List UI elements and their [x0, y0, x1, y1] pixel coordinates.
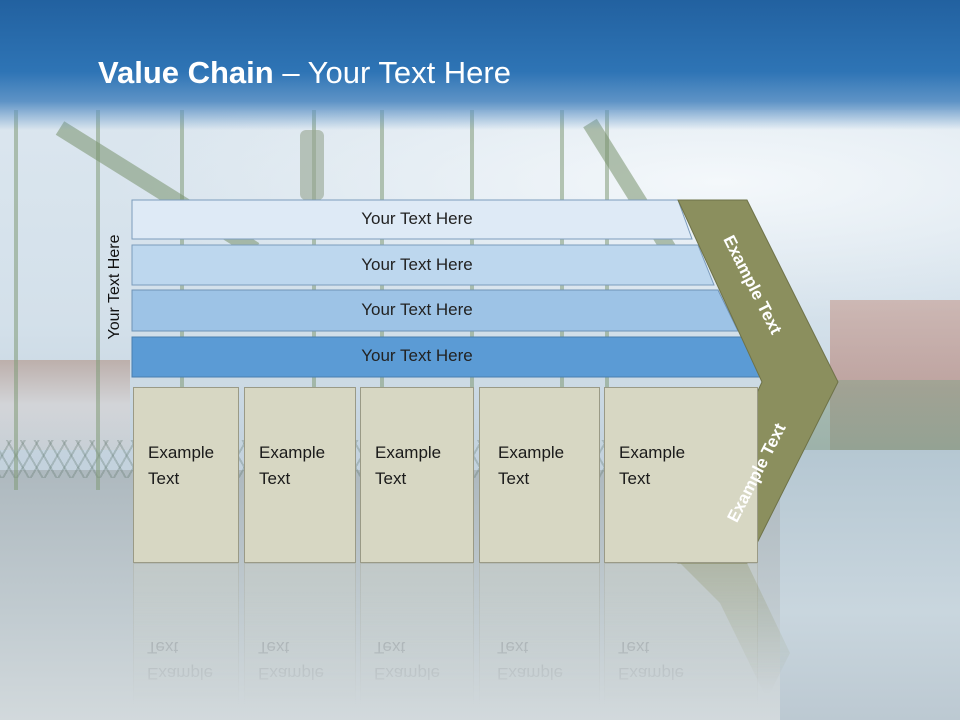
header-band	[0, 0, 960, 130]
bridge-cable	[14, 110, 18, 490]
band-2	[131, 244, 715, 286]
slide-title: Value Chain – Your Text Here	[98, 55, 511, 91]
title-rest: – Your Text Here	[273, 55, 511, 90]
activity-box-2: Example Text	[244, 387, 356, 563]
lamp-post	[300, 130, 324, 200]
reflection-label: Example Text	[618, 638, 685, 683]
reflection-label: Example Text	[258, 638, 325, 683]
band-2-label: Your Text Here	[361, 255, 473, 274]
activity-box-label: Example Text	[375, 443, 442, 488]
band-4-label: Your Text Here	[361, 346, 473, 365]
band-1-label: Your Text Here	[361, 209, 473, 228]
title-bold: Value Chain	[98, 55, 274, 90]
activity-box-3: Example Text	[360, 387, 474, 563]
activity-box-4: Example Text	[479, 387, 600, 563]
box-reflection: Example Text	[479, 563, 600, 720]
activity-box-label: Example Text	[259, 443, 326, 488]
box-reflection: Example Text	[133, 563, 239, 720]
chevron-reflection	[680, 563, 790, 693]
activity-box-5: Example Text	[604, 387, 758, 563]
reflection-label: Example Text	[147, 638, 214, 683]
river	[780, 450, 960, 720]
band-1	[131, 199, 693, 240]
side-label: Your Text Here	[106, 234, 123, 340]
band-3-label: Your Text Here	[361, 300, 473, 319]
building-left	[0, 360, 130, 450]
bridge-cable	[96, 110, 100, 490]
box-reflection: Example Text	[244, 563, 356, 720]
activity-box-1: Example Text	[133, 387, 239, 563]
box-reflection: Example Text	[360, 563, 474, 720]
activity-box-label: Example Text	[148, 443, 215, 488]
reflection-label: Example Text	[497, 638, 564, 683]
chevron-reflection-shape	[680, 563, 790, 693]
activity-box-label: Example Text	[619, 443, 686, 488]
reflection-label: Example Text	[374, 638, 441, 683]
activity-box-label: Example Text	[498, 443, 565, 488]
